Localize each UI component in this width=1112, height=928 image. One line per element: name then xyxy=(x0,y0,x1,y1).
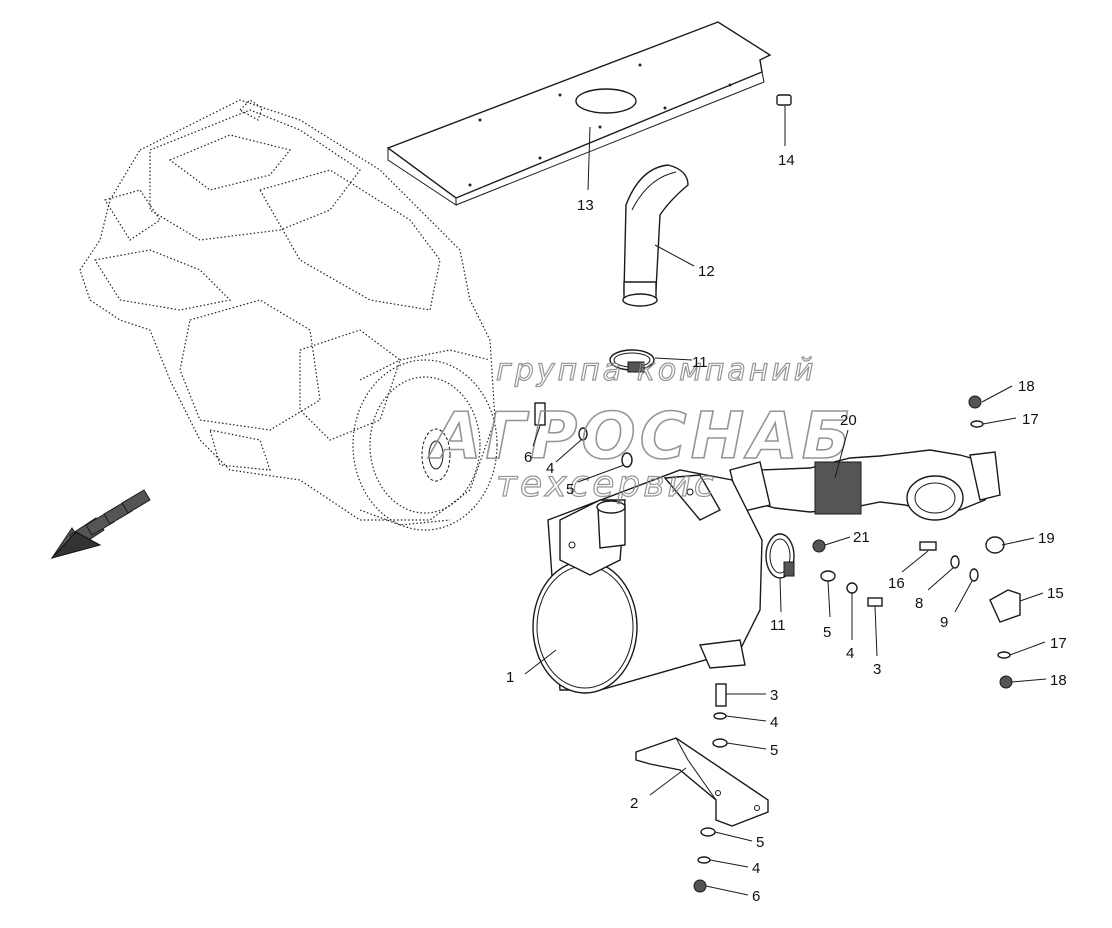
callout-8: 8 xyxy=(915,595,923,612)
exhaust-stack-part-12 xyxy=(622,164,689,307)
hardware-items xyxy=(534,395,1021,893)
callout-14: 14 xyxy=(778,152,795,169)
callout-16: 16 xyxy=(888,575,905,592)
engine-assembly xyxy=(79,99,498,531)
callout-3-lower: 3 xyxy=(770,687,778,704)
callout-17-lower: 17 xyxy=(1050,635,1067,652)
watermark: группа компаний АГРОСНАБ техсервис xyxy=(426,352,854,505)
callout-5-upper: 5 xyxy=(566,481,574,498)
clamp-part-11-lower xyxy=(765,533,795,579)
callout-5-lower: 5 xyxy=(770,742,778,759)
callout-20: 20 xyxy=(840,412,857,429)
clamp-part-11-upper xyxy=(609,349,655,373)
cover-plate-part-13 xyxy=(386,21,772,206)
callout-4-upper: 4 xyxy=(546,460,554,477)
watermark-line3: техсервис xyxy=(496,464,717,505)
front-direction-arrow xyxy=(50,489,151,559)
callout-21: 21 xyxy=(853,529,870,546)
callout-18-lower: 18 xyxy=(1050,672,1067,689)
callout-5-mid: 5 xyxy=(823,624,831,641)
watermark-line2: АГРОСНАБ xyxy=(427,400,854,474)
callout-4-lower: 4 xyxy=(770,714,778,731)
callout-18-upper: 18 xyxy=(1018,378,1035,395)
leader-lines xyxy=(524,106,1047,896)
bracket-part-2 xyxy=(635,737,769,827)
callout-15: 15 xyxy=(1047,585,1064,602)
callout-6-upper: 6 xyxy=(524,449,532,466)
callout-5-bottom: 5 xyxy=(756,834,764,851)
callout-3-mid: 3 xyxy=(873,661,881,678)
muffler-part-1 xyxy=(532,469,763,694)
callout-11-lower: 11 xyxy=(770,617,786,634)
callout-2: 2 xyxy=(630,795,638,812)
callout-1: 1 xyxy=(506,669,514,686)
callout-6-bottom: 6 xyxy=(752,888,760,905)
callout-4-mid: 4 xyxy=(846,645,854,662)
callout-12: 12 xyxy=(698,263,715,280)
watermark-line1: группа компаний xyxy=(496,353,816,388)
callout-4-bottom: 4 xyxy=(752,860,760,877)
callout-9: 9 xyxy=(940,614,948,631)
clip-part-14 xyxy=(776,94,792,106)
callout-11-upper: 11 xyxy=(692,354,708,371)
callout-19: 19 xyxy=(1038,530,1055,547)
callout-13: 13 xyxy=(577,197,594,214)
callout-17-upper: 17 xyxy=(1022,411,1039,428)
callout-labels: 13 14 12 11 18 17 20 6 4 5 21 19 16 8 9 … xyxy=(506,152,1067,905)
